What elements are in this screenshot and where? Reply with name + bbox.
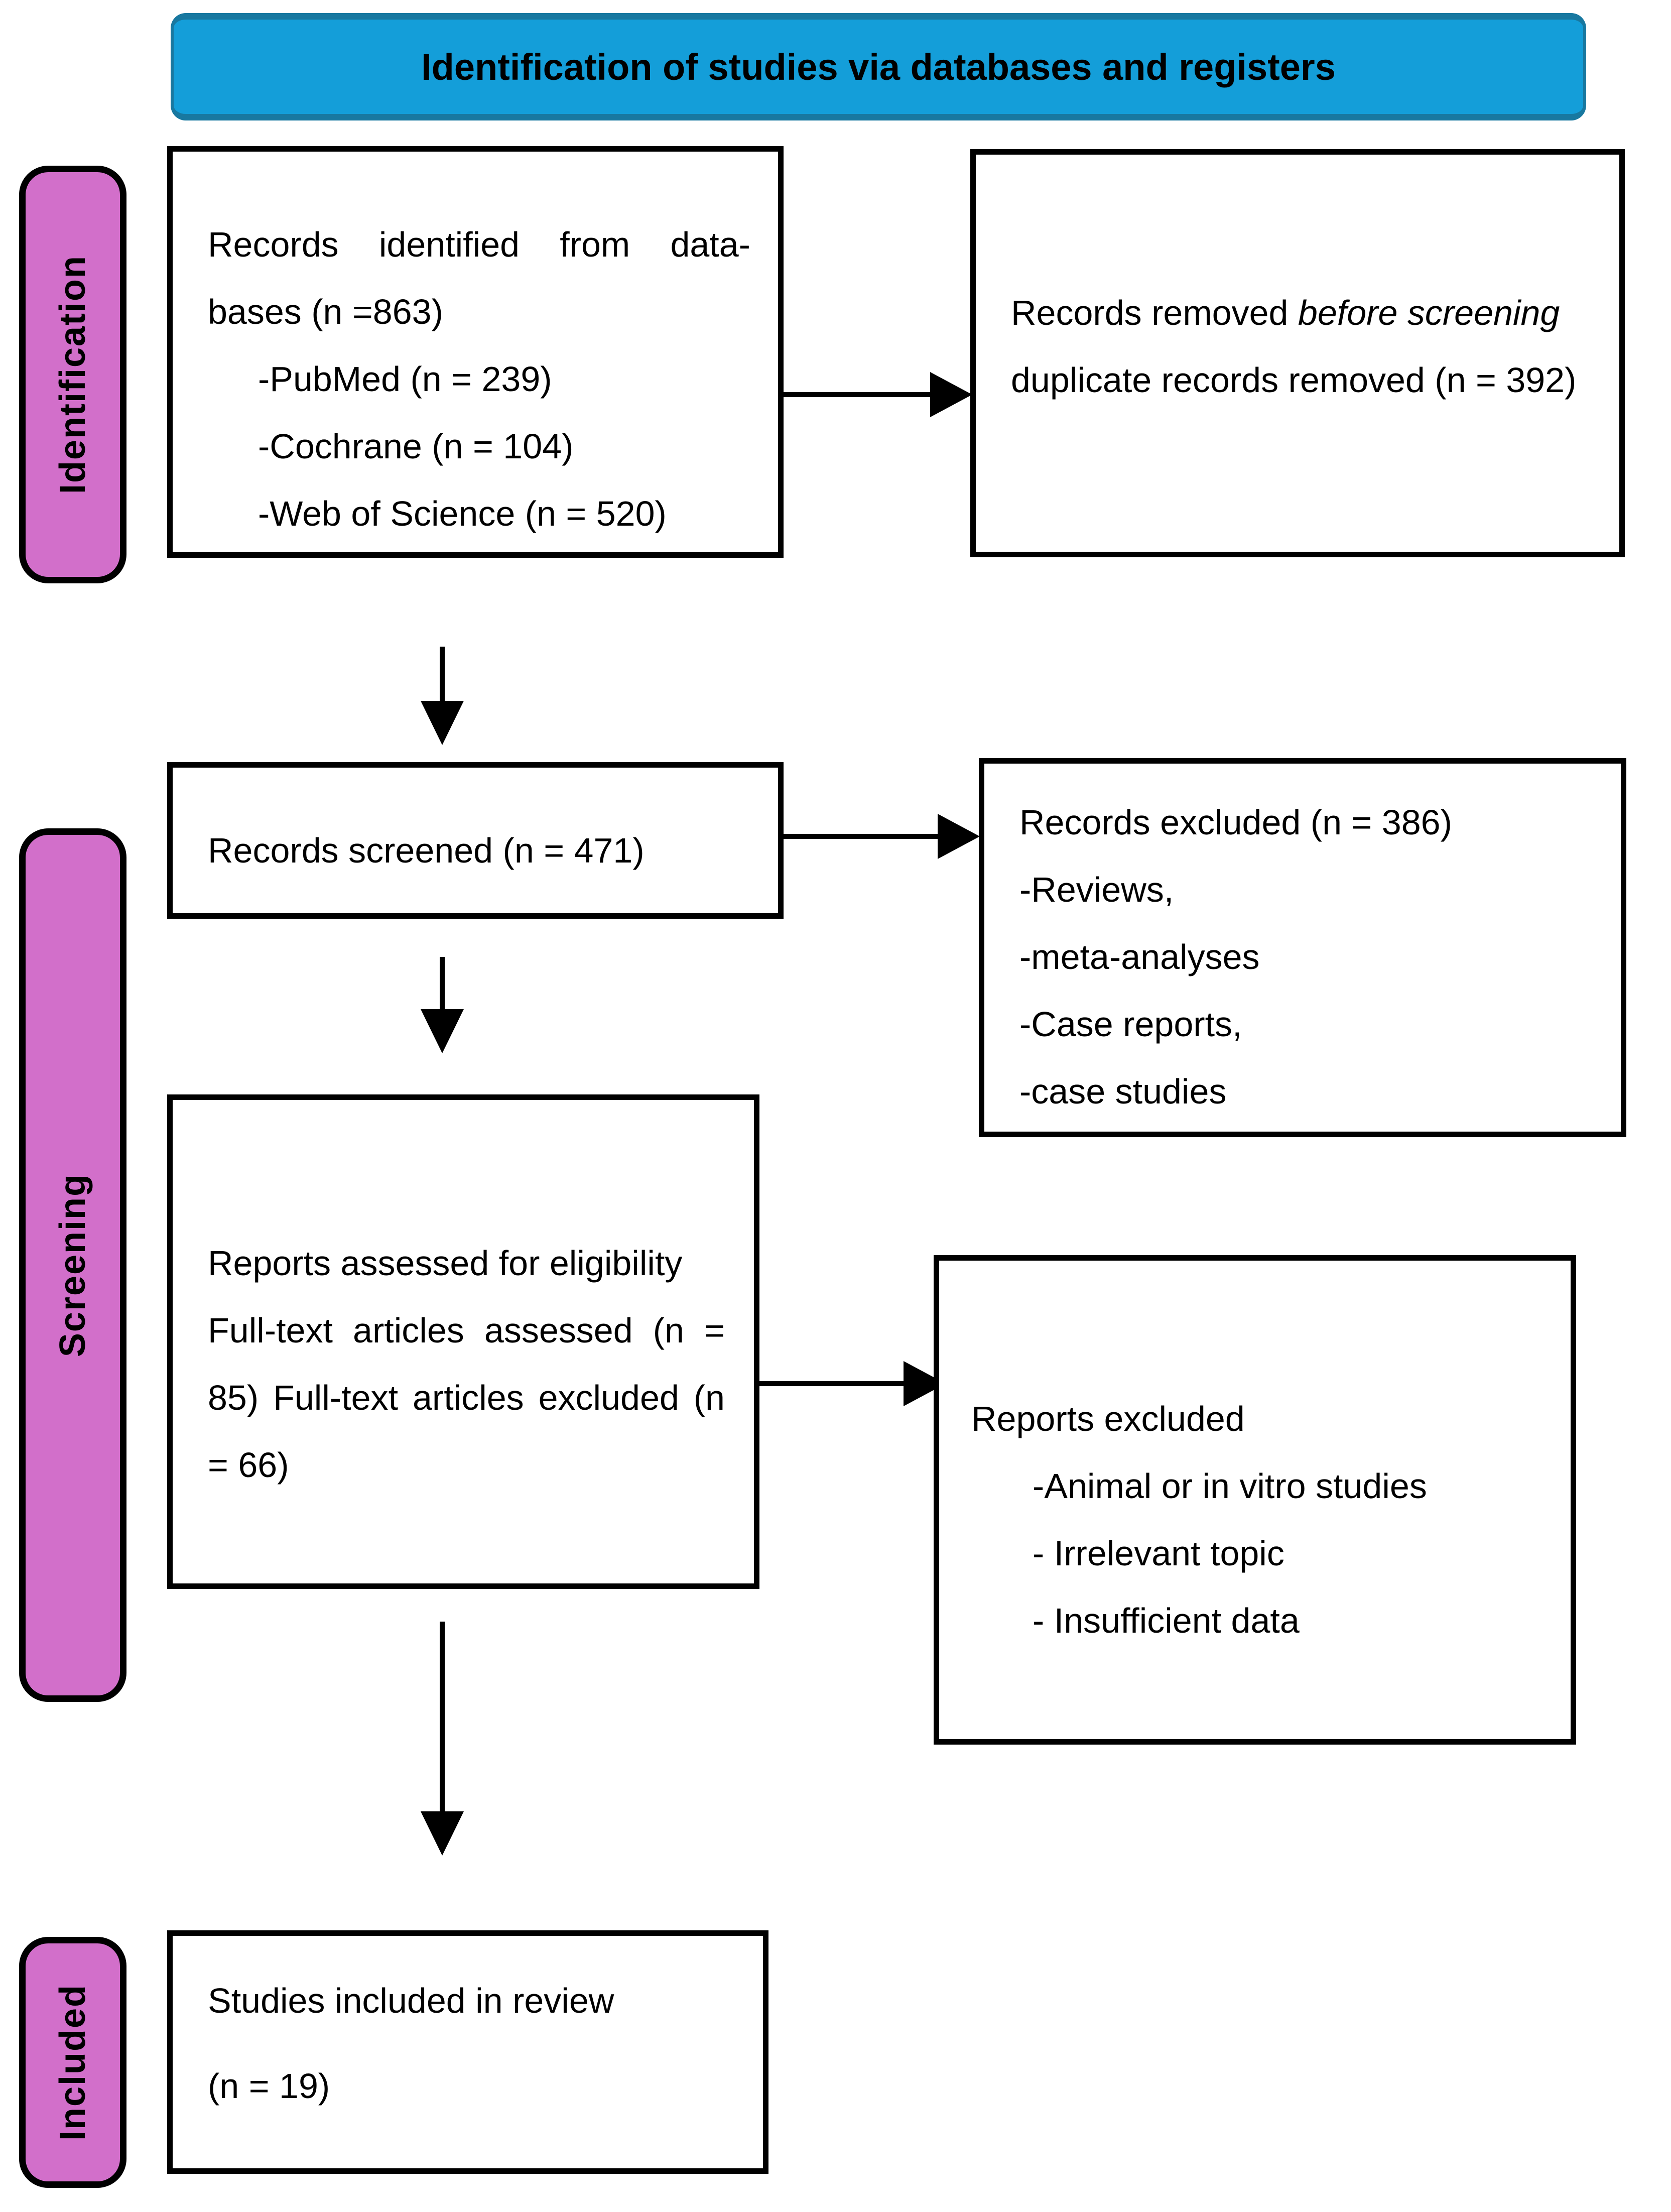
box-records-excluded: Records excluded (n = 386) -Reviews, -me… (979, 758, 1626, 1137)
arrow-screened-to-excluded-head-icon (938, 814, 980, 859)
records-excluded-meta: -meta-analyses (1019, 937, 1260, 976)
stage-identification: Identification (19, 166, 126, 583)
reports-assessed-line: = 66) (208, 1445, 289, 1485)
studies-included-count: (n = 19) (208, 2066, 330, 2106)
header-banner: Identification of studies via databases … (171, 13, 1586, 120)
reports-excluded-insufficient: - Insufficient data (1033, 1601, 1300, 1640)
box-records-identified: Records identified from data- bases (n =… (167, 146, 784, 558)
arrow-screened-to-excluded-line (784, 834, 942, 839)
arrow-assessed-to-included-line (440, 1622, 445, 1813)
box-records-screened: Records screened (n = 471) (167, 762, 784, 919)
records-identified-wos: -Web of Science (n = 520) (258, 494, 667, 533)
records-identified-line: Records identified from data- (208, 225, 750, 264)
stage-included-label: Included (53, 1984, 93, 2141)
records-removed-line1: Records removed before screening (1011, 279, 1599, 346)
arrow-assessed-to-excluded-line (759, 1381, 908, 1386)
box-records-removed: Records removed before screening duplica… (970, 149, 1625, 557)
reports-assessed-line: Full-text articles assessed (n = (208, 1311, 725, 1350)
stage-identification-label: Identification (53, 255, 93, 494)
records-excluded-case-studies: -case studies (1019, 1072, 1227, 1111)
records-excluded-case-reports: -Case reports, (1019, 1005, 1242, 1044)
records-identified-line: bases (n =863) (208, 292, 443, 331)
arrow-identified-to-removed-line (784, 392, 934, 397)
reports-excluded-title: Reports excluded (971, 1399, 1245, 1438)
box-reports-assessed: Reports assessed for eligibility Full-te… (167, 1094, 759, 1589)
records-screened-line: Records screened (n = 471) (208, 831, 645, 870)
arrow-identified-to-screened-head-icon (421, 701, 464, 745)
arrow-identified-to-removed-head-icon (930, 372, 972, 417)
stage-included: Included (19, 1937, 126, 2188)
reports-excluded-irrelevant: - Irrelevant topic (1033, 1534, 1284, 1573)
arrow-assessed-to-included-head-icon (421, 1811, 464, 1856)
box-studies-included: Studies included in review (n = 19) (167, 1930, 768, 2174)
records-removed-line2: duplicate records removed (n = 392) (1011, 360, 1577, 400)
records-identified-pubmed: -PubMed (n = 239) (258, 359, 552, 399)
records-excluded-reviews: -Reviews, (1019, 870, 1174, 909)
arrow-identified-to-screened-line (440, 647, 445, 704)
records-excluded-title: Records excluded (n = 386) (1019, 803, 1452, 842)
reports-assessed-line: 85) Full-text articles excluded (n (208, 1378, 725, 1417)
box-reports-excluded: Reports excluded -Animal or in vitro stu… (934, 1255, 1576, 1745)
stage-screening: Screening (19, 828, 126, 1702)
arrow-screened-to-assessed-line (440, 957, 445, 1011)
studies-included-line: Studies included in review (208, 1981, 614, 2020)
header-title: Identification of studies via databases … (421, 46, 1336, 88)
reports-excluded-animal: -Animal or in vitro studies (1033, 1466, 1427, 1506)
records-removed-line1-italic: before screening (1298, 293, 1560, 332)
arrow-screened-to-assessed-head-icon (421, 1009, 464, 1053)
records-identified-cochrane: -Cochrane (n = 104) (258, 427, 574, 466)
reports-assessed-line: Reports assessed for eligibility (208, 1244, 683, 1283)
stage-screening-label: Screening (53, 1173, 93, 1358)
records-removed-line1-normal: Records removed (1011, 293, 1298, 332)
